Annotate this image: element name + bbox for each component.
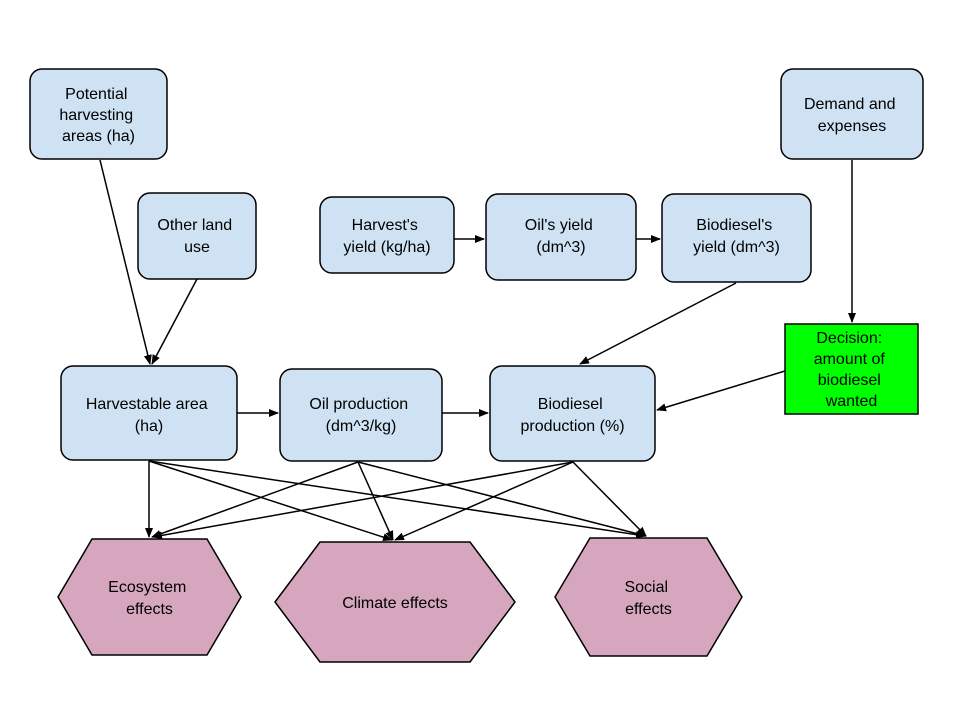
edge-oil-production-to-social-effects <box>357 461 647 538</box>
harvestable-area-box <box>60 365 238 461</box>
harvest-yield-box <box>319 196 455 274</box>
biodiesel-production-label-line-2: production (%) <box>520 418 624 435</box>
nodes-layer: Potential harvesting areas (ha) Other la… <box>29 68 924 663</box>
decision-box <box>784 323 919 415</box>
decision-node[interactable]: Decision: amount of biodiesel wanted <box>784 323 919 415</box>
svg-text:Social effects: Social effects <box>624 579 672 618</box>
decision-label-line-2: amount of <box>814 351 886 368</box>
harvest-yield-label-line-1: Harvest's <box>352 217 418 234</box>
edge-biodiesel-production-to-social-effects <box>572 461 647 537</box>
svg-text:Biodiesel production (: Biodiesel production (%) <box>520 396 624 435</box>
potential-areas-label-line-2: harvesting <box>59 107 133 124</box>
biodiesel-yield-label-line-1: Biodiesel's <box>696 217 772 234</box>
edge-decision-to-biodiesel-production <box>656 370 786 412</box>
oil-production-label-line-2: (dm^3/kg) <box>326 418 397 435</box>
biodiesel-production-box <box>489 365 656 462</box>
biodiesel-yield-label-line-2: yield (dm^3) <box>693 239 780 256</box>
potential-areas-label-line-1: Potential <box>65 86 127 103</box>
climate-effects-label-line-1: Climate effects <box>342 595 448 612</box>
svg-text:Decision: amount of: Decision: amount of biodiesel wanted <box>814 330 890 410</box>
climate-effects-hexagon <box>274 541 516 663</box>
oil-production-box <box>279 368 443 462</box>
biodiesel-production-label-line-1: Biodiesel <box>538 396 603 413</box>
ecosystem-effects-node[interactable]: Ecosystem effects <box>57 538 242 656</box>
demand-expenses-box <box>780 68 924 160</box>
edges-layer <box>99 159 856 542</box>
biodiesel-production-node[interactable]: Biodiesel production (%) <box>489 365 656 462</box>
svg-text:Other land use: Other land use <box>157 217 236 256</box>
harvestable-area-node[interactable]: Harvestable area (ha) <box>60 365 238 461</box>
svg-text:Potential harvesting: Potential harvesting areas (ha) <box>59 86 137 145</box>
oil-yield-label-line-2: (dm^3) <box>536 239 585 256</box>
edge-biodiesel-yield-to-biodiesel-production <box>579 282 737 365</box>
social-effects-node[interactable]: Social effects <box>554 537 743 657</box>
ecosystem-effects-label-line-1: Ecosystem <box>108 579 186 596</box>
svg-text:Biodiesel's yield (dm^: Biodiesel's yield (dm^3) <box>693 217 780 256</box>
ecosystem-effects-hexagon <box>57 538 242 656</box>
demand-expenses-label-line-2: expenses <box>818 118 887 135</box>
demand-expenses-node[interactable]: Demand and expenses <box>780 68 924 160</box>
harvest-yield-label-line-2: yield (kg/ha) <box>343 239 430 256</box>
edge-oil-production-to-climate-effects <box>357 461 394 541</box>
potential-areas-label-line-3: areas (ha) <box>62 128 135 145</box>
harvest-yield-node[interactable]: Harvest's yield (kg/ha) <box>319 196 455 274</box>
oil-production-label-line-1: Oil production <box>309 396 408 413</box>
oil-yield-label-line-1: Oil's yield <box>525 217 593 234</box>
other-land-use-label-line-1: Other land <box>157 217 232 234</box>
edge-oil-production-to-ecosystem-effects <box>151 461 359 538</box>
ecosystem-effects-label-line-2: effects <box>126 601 173 618</box>
svg-text:Ecosystem effects: Ecosystem effects <box>108 579 191 618</box>
svg-text:Climate effects: Climate effects <box>342 595 448 612</box>
edge-harvestable-area-to-social-effects <box>148 460 646 539</box>
potential-areas-node[interactable]: Potential harvesting areas (ha) <box>29 68 168 160</box>
decision-label-line-1: Decision: <box>816 330 882 347</box>
svg-text:Oil's yield (dm^3): Oil's yield (dm^3) <box>525 217 597 256</box>
edge-other-land-use-to-harvestable-area <box>151 278 198 365</box>
other-land-use-node[interactable]: Other land use <box>137 192 257 280</box>
edge-biodiesel-production-to-ecosystem-effects <box>152 461 574 540</box>
edge-biodiesel-production-to-climate-effects <box>394 461 574 541</box>
social-effects-label-line-1: Social <box>624 579 668 596</box>
edge-harvestable-area-to-climate-effects <box>148 460 393 542</box>
other-land-use-box <box>137 192 257 280</box>
decision-label-line-4: wanted <box>825 393 878 410</box>
biodiesel-yield-box <box>661 193 812 283</box>
oil-yield-node[interactable]: Oil's yield (dm^3) <box>485 193 637 281</box>
svg-text:Oil production (dm^3/k: Oil production (dm^3/kg) <box>309 396 412 435</box>
demand-expenses-label-line-1: Demand and <box>804 96 896 113</box>
oil-yield-box <box>485 193 637 281</box>
decision-label-line-3: biodiesel <box>818 372 881 389</box>
biodiesel-yield-node[interactable]: Biodiesel's yield (dm^3) <box>661 193 812 283</box>
social-effects-label-line-2: effects <box>625 601 672 618</box>
climate-effects-node[interactable]: Climate effects <box>274 541 516 663</box>
svg-text:Harvestable area (ha): Harvestable area (ha) <box>86 396 212 435</box>
other-land-use-label-line-2: use <box>184 239 210 256</box>
harvestable-area-label-line-2: (ha) <box>135 418 163 435</box>
social-effects-hexagon <box>554 537 743 657</box>
svg-text:Harvest's yield (kg/ha: Harvest's yield (kg/ha) <box>343 217 430 256</box>
potential-areas-box <box>29 68 168 160</box>
edge-potential-areas-to-harvestable-area <box>99 159 152 365</box>
oil-production-node[interactable]: Oil production (dm^3/kg) <box>279 368 443 462</box>
harvestable-area-label-line-1: Harvestable area <box>86 396 208 413</box>
svg-text:Demand and expenses: Demand and expenses <box>804 96 900 135</box>
